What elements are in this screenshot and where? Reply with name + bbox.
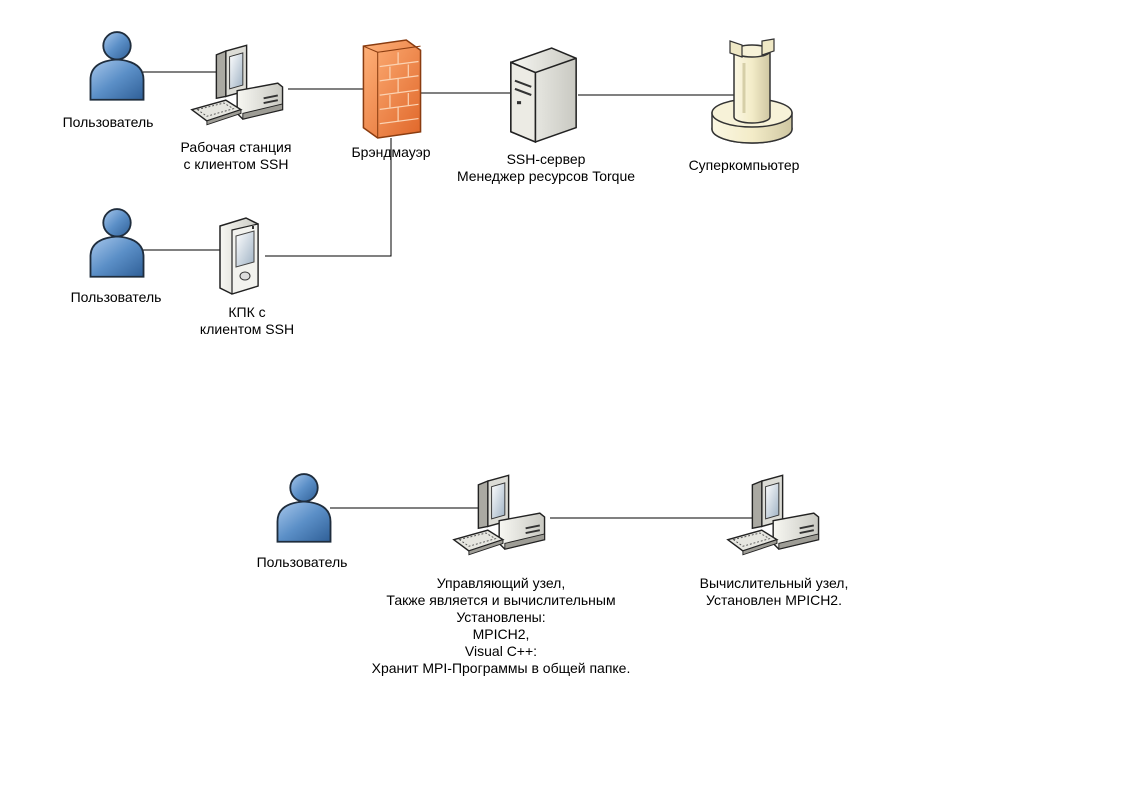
- workstation-label-line-2: с клиентом SSH: [183, 156, 289, 172]
- ssh-server-label-line-1: SSH-сервер: [506, 151, 586, 167]
- control-node-label-line-6: Хранит MPI-Программы в общей папке.: [371, 660, 631, 676]
- control-node-label-line-4: MPICH2,: [472, 626, 530, 642]
- user-icon: [89, 208, 145, 278]
- control-node-label-line-1: Управляющий узел,: [436, 575, 566, 591]
- control-node-label-line-3: Установлены:: [456, 609, 546, 625]
- pda-icon: [219, 217, 259, 295]
- workstation-icon: [190, 44, 284, 126]
- compute-node-label-line-1: Вычислительный узел,: [699, 575, 849, 591]
- pda-label-line-1: КПК с: [228, 304, 266, 320]
- user-icon: [89, 31, 145, 101]
- ssh-server-label: SSH-сервер Менеджер ресурсов Torque: [457, 151, 635, 185]
- server-icon: [509, 47, 578, 143]
- control-node-label: Управляющий узел, Также является и вычис…: [372, 575, 631, 677]
- user-2-label: Пользователь: [70, 289, 162, 305]
- user-1-label: Пользователь: [62, 114, 154, 130]
- link-pda-firewall: [265, 138, 392, 257]
- compute-node-icon: [726, 474, 820, 556]
- user-icon: [276, 473, 332, 543]
- control-node-label-line-2: Также является и вычислительным: [386, 592, 616, 608]
- firewall-label: Брэндмауэр: [351, 144, 431, 160]
- compute-node-label: Вычислительный узел, Установлен MPICH2.: [700, 575, 849, 609]
- control-node-icon: [452, 474, 546, 556]
- firewall-icon: [362, 39, 422, 139]
- supercomputer-label: Суперкомпьютер: [688, 157, 800, 173]
- user-3-label: Пользователь: [256, 554, 348, 570]
- connectors: [143, 71, 755, 519]
- pda-label: КПК с клиентом SSH: [200, 304, 294, 338]
- pda-label-line-2: клиентом SSH: [199, 321, 295, 337]
- control-node-label-line-5: Visual C++:: [464, 643, 538, 659]
- workstation-label-line-1: Рабочая станция: [180, 139, 292, 155]
- ssh-server-label-line-2: Менеджер ресурсов Torque: [456, 168, 636, 184]
- compute-node-label-line-2: Установлен MPICH2.: [705, 592, 842, 608]
- workstation-label: Рабочая станция с клиентом SSH: [181, 139, 292, 173]
- supercomputer-icon: [710, 37, 794, 145]
